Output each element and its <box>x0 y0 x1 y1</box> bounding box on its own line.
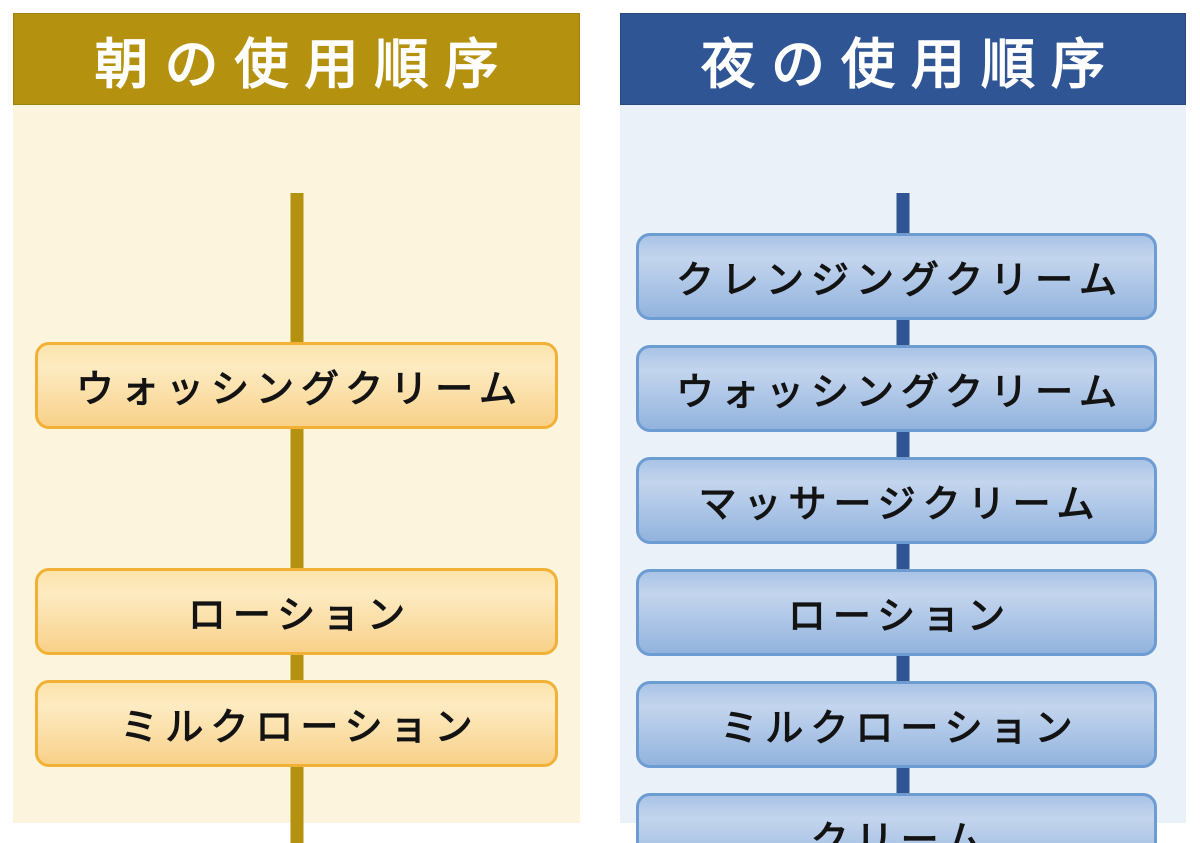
night-step-label: マッサージクリーム <box>698 482 1102 526</box>
night-step-box: ミルクローション <box>636 681 1157 768</box>
night-panel-title: 夜の使用順序 <box>620 13 1186 105</box>
morning-panel-body: ウォッシングクリーム ローション ミルクローション <box>13 103 580 843</box>
morning-step-box: ローション <box>35 568 558 655</box>
morning-step-box: ウォッシングクリーム <box>35 342 558 429</box>
morning-step-label: ミルクローション <box>120 705 480 749</box>
night-step-box: クレンジングクリーム <box>636 233 1157 320</box>
night-panel-body: クレンジングクリーム ウォッシングクリーム マッサージクリーム ローション ミル… <box>620 103 1186 843</box>
morning-step-label: ウォッシングクリーム <box>75 367 525 411</box>
night-step-label: クリーム <box>810 818 990 843</box>
morning-panel-title: 朝の使用順序 <box>13 13 580 105</box>
morning-panel: 朝の使用順序 ウォッシングクリーム ローション ミルクローション <box>13 13 580 843</box>
night-step-label: ウォッシングクリーム <box>675 370 1125 414</box>
night-step-label: クレンジングクリーム <box>675 258 1125 302</box>
night-step-box: クリーム <box>636 793 1157 843</box>
night-step-box: ローション <box>636 569 1157 656</box>
night-step-box: マッサージクリーム <box>636 457 1157 544</box>
night-panel: 夜の使用順序 クレンジングクリーム ウォッシングクリーム マッサージクリーム ロ… <box>620 13 1186 843</box>
night-step-label: ローション <box>787 594 1013 638</box>
night-step-label: ミルクローション <box>720 706 1080 750</box>
night-step-box: ウォッシングクリーム <box>636 345 1157 432</box>
morning-step-label: ローション <box>187 593 413 637</box>
morning-step-box: ミルクローション <box>35 680 558 767</box>
